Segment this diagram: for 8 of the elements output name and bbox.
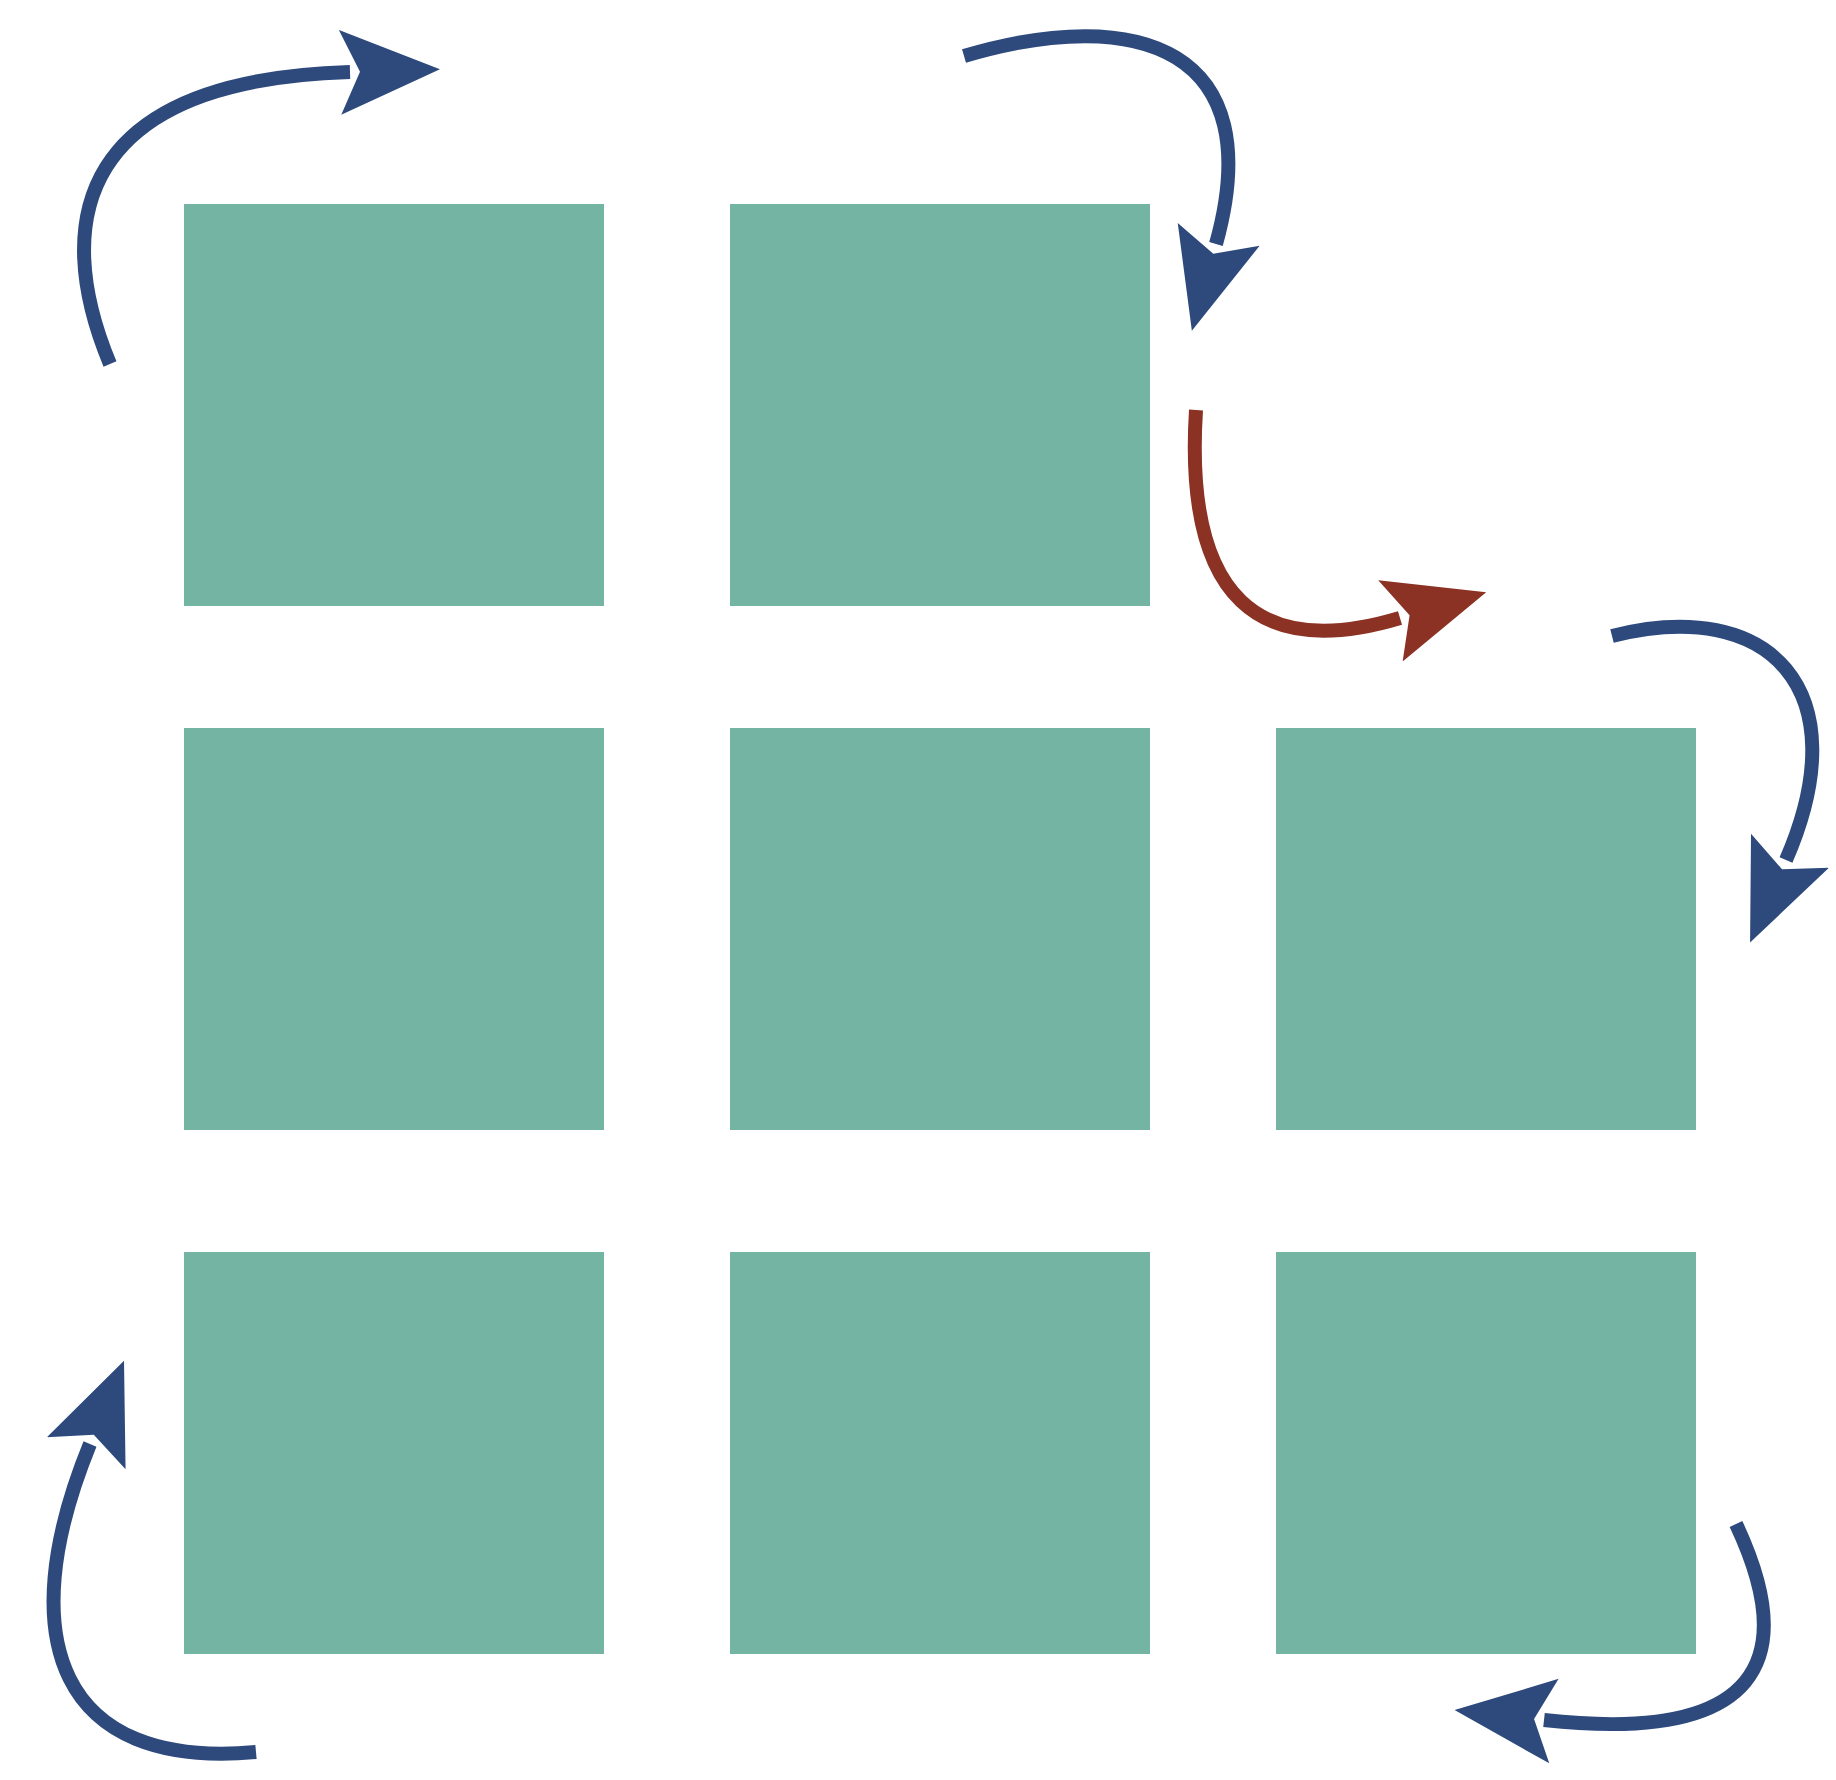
tile [184, 1252, 604, 1654]
tile [730, 728, 1150, 1130]
tile [730, 1252, 1150, 1654]
tile [730, 204, 1150, 606]
tile [1276, 728, 1696, 1130]
tile [184, 728, 604, 1130]
tile [1276, 1252, 1696, 1654]
tile [184, 204, 604, 606]
